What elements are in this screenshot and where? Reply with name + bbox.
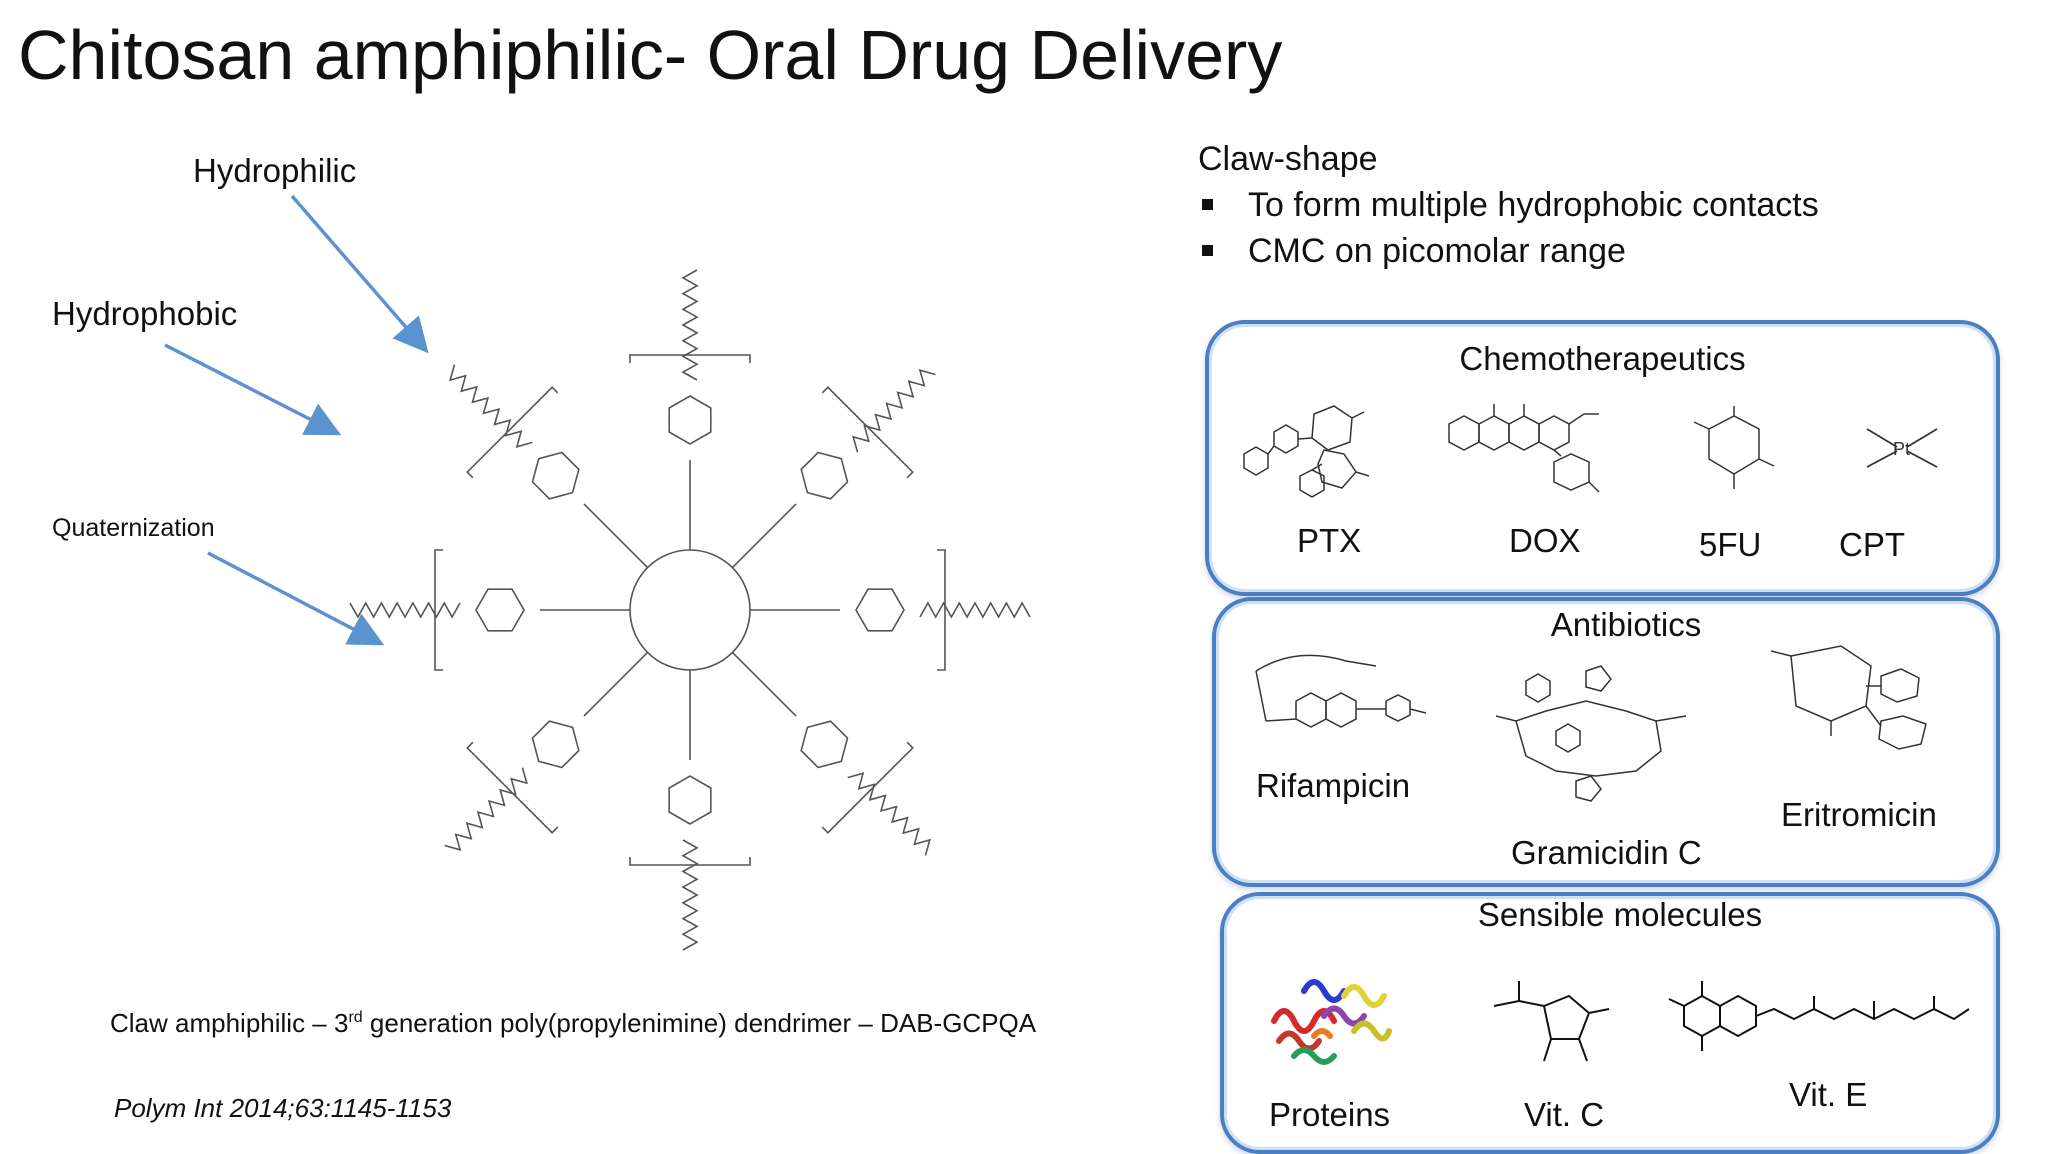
quaternization-label: Quaternization bbox=[52, 514, 215, 542]
repeat-bracket bbox=[937, 549, 946, 671]
sugar-ring bbox=[800, 720, 849, 769]
rifampicin-label: Rifampicin bbox=[1256, 767, 1411, 804]
repeat-bracket bbox=[434, 549, 443, 671]
claw-bullet: To form multiple hydrophobic contacts bbox=[1198, 182, 1819, 228]
svg-text:Pt: Pt bbox=[1893, 439, 1910, 459]
gramicidin-c-label: Gramicidin C bbox=[1511, 834, 1702, 871]
hydrophilic-label: Hydrophilic bbox=[193, 152, 357, 189]
dendrimer-branch bbox=[731, 503, 797, 569]
alkyl-chain bbox=[349, 601, 461, 619]
5fu-structure-icon bbox=[1693, 406, 1775, 489]
vitamin-c-structure-icon bbox=[1493, 981, 1610, 1062]
alkyl-chain bbox=[681, 269, 699, 381]
sugar-ring bbox=[855, 588, 905, 632]
ptx-label: PTX bbox=[1297, 522, 1362, 559]
claw-bullet: CMC on picomolar range bbox=[1198, 228, 1819, 274]
proteins-label: Proteins bbox=[1269, 1096, 1391, 1133]
sugar-ring bbox=[800, 451, 849, 500]
repeat-bracket bbox=[629, 354, 751, 363]
bullet-icon bbox=[1202, 199, 1213, 210]
dox-label: DOX bbox=[1509, 522, 1581, 559]
panel-title: Antibiotics bbox=[1550, 606, 1702, 643]
dendrimer-branch bbox=[731, 651, 797, 717]
dendrimer-branch bbox=[583, 503, 649, 569]
eritromicin-structure-icon bbox=[1770, 645, 1927, 750]
repeat-bracket bbox=[466, 386, 559, 479]
eritromicin-label: Eritromicin bbox=[1781, 796, 1937, 833]
alkyl-chain bbox=[919, 601, 1031, 619]
antibiotics-panel: Antibiotics Rifampicin Gramicidin C bbox=[1212, 597, 2000, 887]
slide-title: Chitosan amphiphilic- Oral Drug Delivery bbox=[18, 16, 1283, 94]
cpt-label: CPT bbox=[1839, 526, 1905, 563]
repeat-bracket bbox=[821, 741, 914, 834]
gramicidin-c-structure-icon bbox=[1495, 665, 1687, 802]
rifampicin-structure-icon bbox=[1255, 654, 1427, 728]
sugar-ring bbox=[668, 395, 712, 445]
alkyl-chain bbox=[444, 767, 528, 851]
alkyl-chain bbox=[449, 364, 533, 448]
reference-citation: Polym Int 2014;63:1145-1153 bbox=[114, 1093, 452, 1123]
cpt-structure-icon: Pt bbox=[1866, 428, 1938, 468]
alkyl-chain bbox=[852, 369, 936, 453]
alkyl-chain bbox=[681, 839, 699, 951]
ptx-structure-icon bbox=[1243, 405, 1370, 498]
repeat-bracket bbox=[629, 857, 751, 866]
vitamin-e-label: Vit. E bbox=[1789, 1076, 1868, 1113]
sugar-ring bbox=[668, 775, 712, 825]
chemotherapeutics-panel: Chemotherapeutics PTX DOX bbox=[1205, 320, 2000, 596]
repeat-bracket bbox=[821, 386, 914, 479]
5fu-label: 5FU bbox=[1699, 526, 1762, 563]
alkyl-chain bbox=[847, 772, 931, 856]
claw-heading: Claw-shape bbox=[1198, 140, 1378, 178]
sugar-ring bbox=[475, 588, 525, 632]
claw-shape-notes: Claw-shape To form multiple hydrophobic … bbox=[1198, 136, 1819, 274]
protein-structure-icon bbox=[1271, 979, 1392, 1065]
sensible-molecules-panel: Sensible molecules Proteins Vit. C bbox=[1220, 892, 2000, 1154]
sugar-ring bbox=[531, 451, 580, 500]
vitamin-c-label: Vit. C bbox=[1524, 1096, 1605, 1133]
figure-caption: Claw amphiphilic – 3rd generation poly(p… bbox=[110, 1008, 1037, 1038]
repeat-bracket bbox=[466, 741, 559, 834]
hydrophobic-label: Hydrophobic bbox=[52, 295, 238, 332]
dox-structure-icon bbox=[1448, 404, 1600, 493]
bullet-icon bbox=[1202, 245, 1213, 256]
panel-title: Sensible molecules bbox=[1477, 896, 1763, 933]
panel-title: Chemotherapeutics bbox=[1459, 340, 1746, 377]
sugar-ring bbox=[531, 720, 580, 769]
dendrimer-structure-diagram bbox=[349, 269, 1031, 951]
vitamin-e-structure-icon bbox=[1668, 981, 1970, 1051]
dendrimer-branch bbox=[583, 651, 649, 717]
